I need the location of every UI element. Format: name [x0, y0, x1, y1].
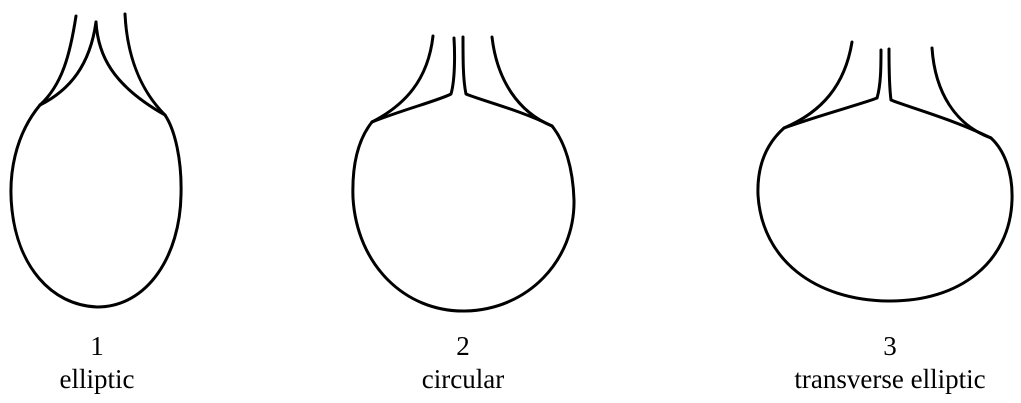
caption-circular: 2 circular — [422, 330, 504, 396]
circular-center-line-right — [463, 37, 552, 126]
shape-name: elliptic — [60, 363, 135, 396]
caption-transverse-elliptic: 3 transverse elliptic — [794, 330, 985, 396]
circular-body-outline — [353, 122, 574, 311]
shape-circular — [353, 36, 574, 311]
circular-center-line-left — [372, 38, 455, 122]
shape-elliptic — [11, 14, 181, 307]
circular-left-stalk-outer — [372, 36, 433, 122]
elliptic-center-line-left — [40, 22, 96, 105]
elliptic-left-stalk-outer — [40, 16, 76, 105]
transverse-center-line-right — [889, 49, 991, 138]
shape-number: 3 — [794, 330, 985, 363]
shape-name: circular — [422, 363, 504, 396]
transverse-body-outline — [758, 128, 1012, 301]
elliptic-right-stalk-outer — [125, 14, 165, 115]
caption-elliptic: 1 elliptic — [60, 330, 135, 396]
shape-name: transverse elliptic — [794, 363, 985, 396]
elliptic-body-outline — [11, 105, 181, 307]
shape-number: 2 — [422, 330, 504, 363]
shape-transverse-elliptic — [758, 42, 1012, 301]
transverse-left-stalk-outer — [784, 42, 852, 128]
shape-number: 1 — [60, 330, 135, 363]
